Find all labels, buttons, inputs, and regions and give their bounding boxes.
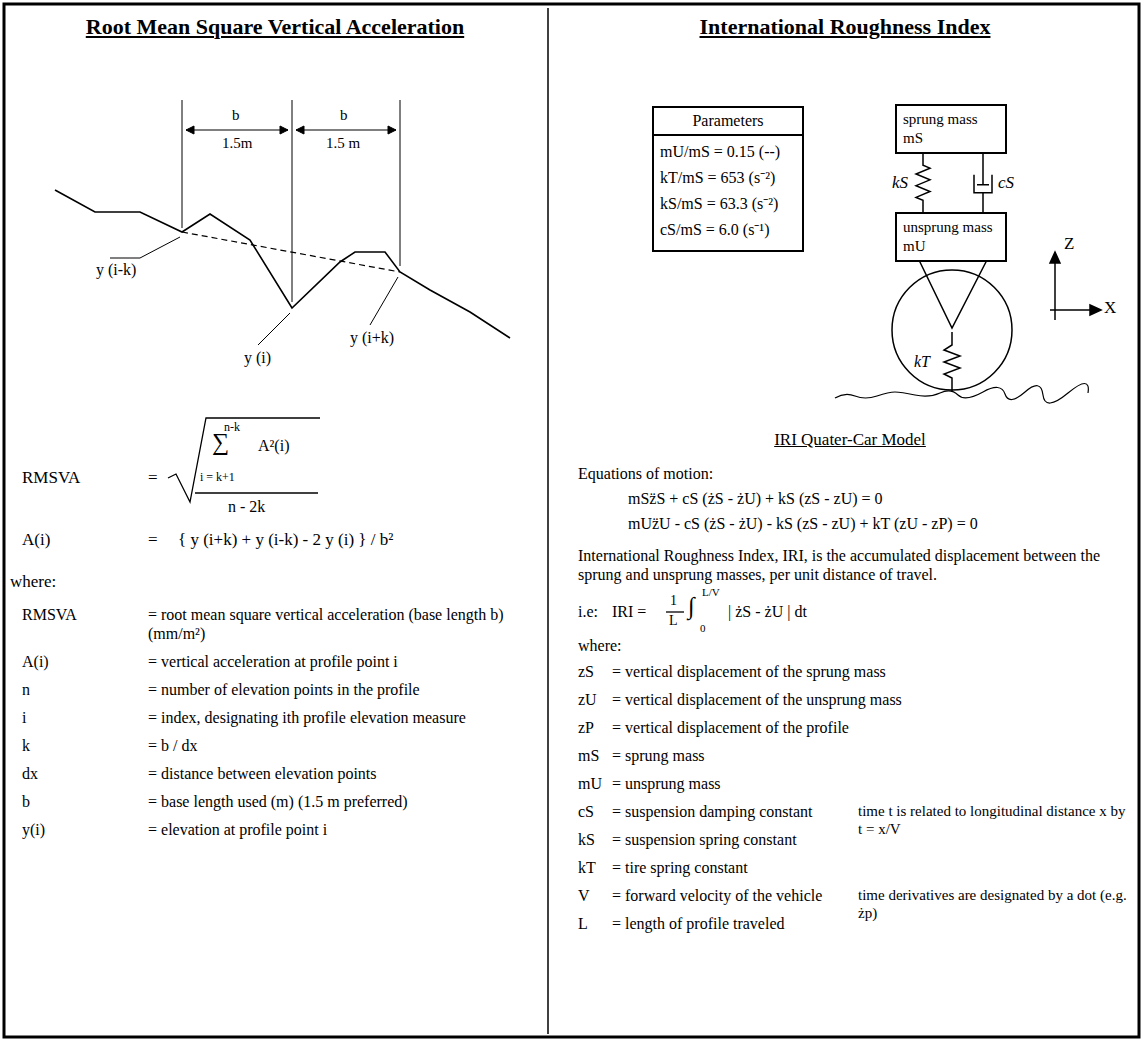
text-label: kT xyxy=(914,352,930,371)
text-label: = index, designating ith profile elevati… xyxy=(148,708,538,727)
text-label: b xyxy=(232,106,240,124)
edge-label: cS xyxy=(997,173,1015,193)
text-label: = vertical displacement of the profile xyxy=(612,718,922,737)
text-label: = length of profile traveled xyxy=(612,914,852,933)
text-label: n - 2k xyxy=(228,497,265,516)
text-label: A(i) xyxy=(22,530,50,550)
text-label: 1.5m xyxy=(222,134,252,152)
text-label: mU xyxy=(578,774,602,793)
text-label: ∫ xyxy=(688,592,695,621)
unsprung-mass-box: unsprung mass mU xyxy=(895,212,1007,262)
text-label: zS xyxy=(578,662,594,681)
text-label: mS xyxy=(578,746,599,765)
parameter-value: cS/mS = 6.0 (s⁻¹) xyxy=(660,220,796,240)
text-label: b xyxy=(22,792,30,811)
text-label: IRI Quater-Car Model xyxy=(700,430,1000,450)
text-label: | żS - żU | dt xyxy=(728,602,807,621)
mass-label: sprung mass mS xyxy=(903,110,999,148)
text-label: ∑ xyxy=(212,428,229,457)
text-label: where: xyxy=(10,572,56,592)
text-label: zP xyxy=(578,718,594,737)
text-label: L xyxy=(669,613,678,630)
text-label: = forward velocity of the vehicle xyxy=(612,886,852,905)
parameter-value: mU/mS = 0.15 (--) xyxy=(660,142,796,162)
parameter-value: kT/mS = 653 (s⁻²) xyxy=(660,168,796,188)
sprung-mass-box: sprung mass mS xyxy=(895,104,1007,154)
text-label: A(i) xyxy=(22,652,49,671)
text-label: L/V xyxy=(702,586,720,599)
text-label: = number of elevation points in the prof… xyxy=(148,680,538,699)
parameter-value: kS/mS = 63.3 (s⁻²) xyxy=(660,194,796,214)
text-label: V xyxy=(578,886,590,905)
edge-label: kS xyxy=(891,173,909,193)
text-label: = suspension damping constant xyxy=(612,802,852,821)
text-label: 1 xyxy=(670,593,677,610)
text-label: = xyxy=(148,468,158,488)
page-frame xyxy=(4,4,1139,1037)
text-label: time derivatives are designated by a dot… xyxy=(858,886,1130,922)
text-label: = vertical displacement of the unsprung … xyxy=(612,690,922,709)
text-label: n xyxy=(22,680,30,699)
panel-heading: Root Mean Square Vertical Acceleration xyxy=(20,14,530,40)
text-label: = suspension spring constant xyxy=(612,830,852,849)
text-label: = distance between elevation points xyxy=(148,764,538,783)
text-label: where: xyxy=(578,636,622,655)
text-label: cS xyxy=(578,802,594,821)
panel-divider xyxy=(547,8,549,1034)
text-label: y (i) xyxy=(244,348,271,367)
text-label: mSz̈S + cS (żS - żU) + kS (zS - zU) = 0 xyxy=(628,489,883,508)
text-label: i.e: xyxy=(578,602,598,621)
text-label: = root mean square vertical acceleration… xyxy=(148,605,538,643)
text-label: time t is related to longitudinal distan… xyxy=(858,802,1130,838)
text-label: = elevation at profile point i xyxy=(148,820,538,839)
parameter-table: Parameters mU/mS = 0.15 (--) kT/mS = 653 (… xyxy=(652,106,804,252)
text-label: i = k+1 xyxy=(200,470,235,484)
text-label: = unsprung mass xyxy=(612,774,922,793)
text-label: y (i+k) xyxy=(350,328,394,347)
text-label: i xyxy=(22,708,26,727)
text-label: X xyxy=(1104,298,1116,318)
text-label: 1.5 m xyxy=(326,134,360,152)
text-label: IRI = xyxy=(612,602,646,621)
road-profile xyxy=(55,100,510,345)
text-label: kS xyxy=(578,830,595,849)
text-label: mUz̈U - cS (żS - żU) - kS (zS - zU) + kT… xyxy=(628,514,978,533)
quarter-car xyxy=(835,252,1101,403)
text-label: International Roughness Index, IRI, is t… xyxy=(578,546,1126,584)
text-label: y(i) xyxy=(22,820,45,839)
spring-symbol xyxy=(916,154,930,213)
table-heading: Parameters xyxy=(654,108,802,136)
text-label: zU xyxy=(578,690,597,709)
text-label: Equations of motion: xyxy=(578,464,713,483)
text-label: = sprung mass xyxy=(612,746,922,765)
text-label: = b / dx xyxy=(148,736,538,755)
text-label: A²(i) xyxy=(258,436,289,455)
text-label: dx xyxy=(22,764,38,783)
text-label: 0 xyxy=(700,622,706,635)
damper-symbol xyxy=(974,154,992,213)
text-label: y (i-k) xyxy=(96,260,136,279)
mass-label: unsprung mass mU xyxy=(903,218,999,256)
text-label: b xyxy=(340,106,348,124)
text-label: = vertical displacement of the sprung ma… xyxy=(612,662,922,681)
text-label: = xyxy=(148,530,158,550)
text-label: Z xyxy=(1064,234,1074,254)
text-label: RMSVA xyxy=(22,468,80,488)
text-label: = vertical acceleration at profile point… xyxy=(148,652,538,671)
text-label: = tire spring constant xyxy=(612,858,852,877)
text-label: RMSVA xyxy=(22,605,77,624)
text-label: = base length used (m) (1.5 m preferred) xyxy=(148,792,538,811)
text-label: kT xyxy=(578,858,596,877)
text-label: L xyxy=(578,914,588,933)
panel-heading: International Roughness Index xyxy=(560,14,1130,40)
text-label: { y (i+k) + y (i-k) - 2 y (i) } / b² xyxy=(178,530,393,550)
text-label: k xyxy=(22,736,30,755)
